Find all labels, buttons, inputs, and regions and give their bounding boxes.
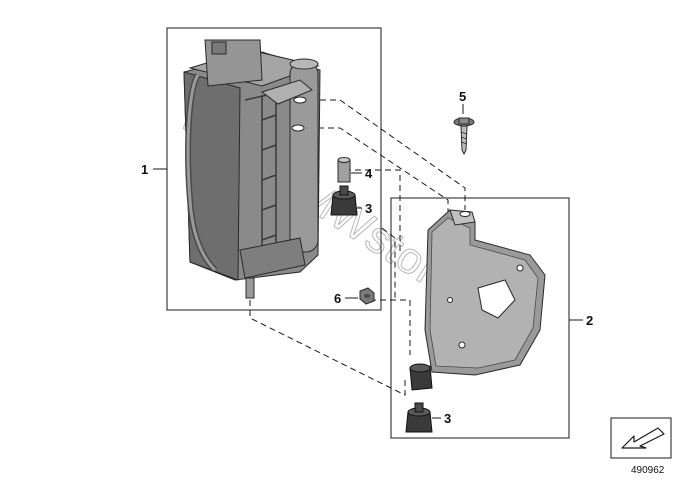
callout-3-lower: 3: [444, 411, 451, 426]
canister-part: [183, 39, 321, 299]
callout-4: 4: [365, 166, 373, 181]
arrow-icon: [621, 427, 665, 449]
callout-2: 2: [586, 313, 593, 328]
screw-part: [453, 117, 475, 156]
diagram-number: 490962: [631, 465, 665, 476]
direction-indicator: [610, 417, 672, 459]
callout-1: 1: [141, 162, 148, 177]
rubber-mount-part-lower: [405, 402, 433, 433]
callout-3-upper: 3: [365, 201, 372, 216]
leader-lines: [153, 104, 583, 419]
spacer-sleeve-part: [337, 157, 351, 183]
callout-6: 6: [334, 291, 341, 306]
bracket-part: [409, 209, 546, 391]
group-frame-bracket: [390, 197, 570, 439]
callout-5: 5: [459, 89, 466, 104]
rubber-mount-part-upper: [330, 185, 358, 216]
nut-part: [359, 287, 375, 305]
